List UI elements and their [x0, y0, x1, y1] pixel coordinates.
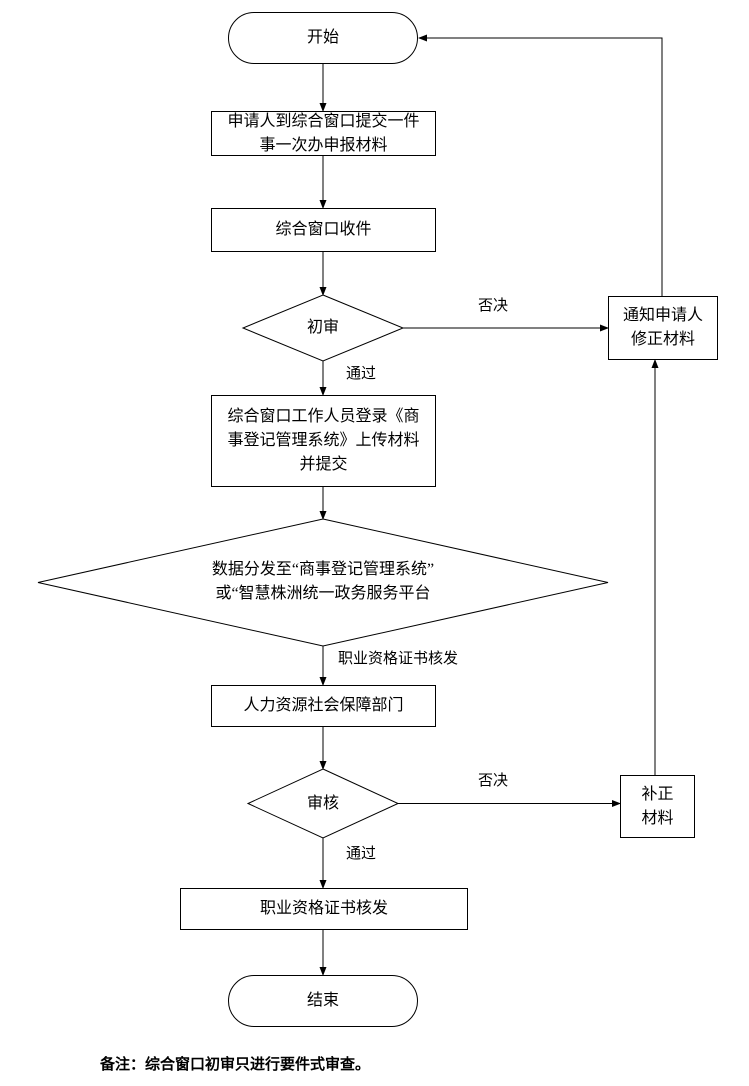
footer-note: 备注：综合窗口初审只进行要件式审查。 — [100, 1057, 371, 1073]
submit-materials-box: 申请人到综合窗口提交一件 事一次办申报材料 — [211, 111, 436, 156]
review-diamond — [246, 768, 400, 839]
initial-review-label: 初审 — [306, 319, 339, 336]
review-label: 审核 — [306, 794, 339, 812]
end-node: 结束 — [228, 975, 418, 1027]
initial-review-diamond — [241, 294, 405, 362]
certificate-issue-box: 职业资格证书核发 — [180, 888, 468, 930]
edge-notify-to-start — [418, 34, 663, 296]
edge-label-reject-2: 否决 — [478, 773, 509, 789]
upload-materials-box: 综合窗口工作人员登录《商 事登记管理系统》上传材料 并提交 — [211, 395, 436, 487]
edge-label-reject-1: 否决 — [478, 298, 509, 314]
edge-label-pass-2: 通过 — [346, 846, 377, 862]
edge-label-certificate: 职业资格证书核发 — [338, 651, 459, 667]
start-node: 开始 — [228, 12, 418, 64]
hrss-department-box: 人力资源社会保障部门 — [211, 685, 436, 727]
edges — [319, 34, 663, 976]
edge-label-pass-1: 通过 — [346, 366, 377, 382]
correct-materials-box: 补正 材料 — [620, 775, 695, 838]
notify-applicant-box: 通知申请人 修正材料 — [608, 296, 718, 360]
data-distribution-label: 数据分发至“商事登记管理系统” 或“智慧株洲统一政务服务平台 — [211, 561, 435, 602]
data-distribution-diamond — [37, 518, 609, 647]
window-receive-box: 综合窗口收件 — [211, 208, 436, 252]
